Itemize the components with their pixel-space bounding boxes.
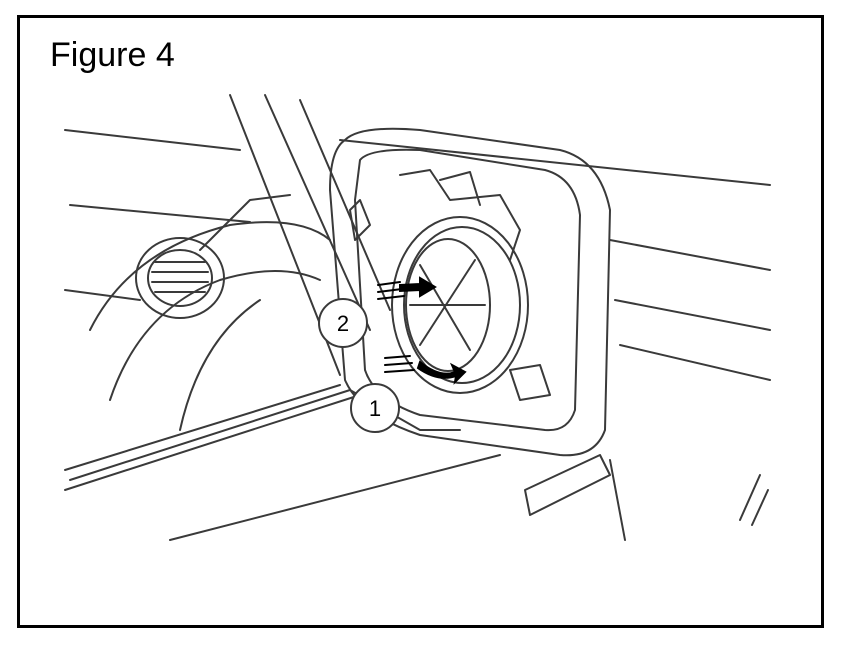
- callout-label-2: 2: [337, 311, 349, 336]
- lower-bracket: [509, 364, 551, 401]
- actuator-spokes: [409, 259, 486, 351]
- a-pillar-edge: [299, 99, 391, 311]
- dashboard-mid-line: [64, 289, 141, 301]
- actuator-ring-inner: [405, 238, 491, 372]
- dash-curve-2: [109, 270, 321, 401]
- door-panel-line-3: [619, 344, 771, 381]
- dash-curve-3: [179, 299, 261, 431]
- mirror-housing-outer: [329, 127, 611, 457]
- figure-frame: [17, 15, 824, 628]
- arrow-2: [399, 276, 437, 298]
- door-trim-line: [69, 389, 461, 481]
- figure-title: Figure 4: [50, 36, 175, 74]
- door-handle: [524, 454, 611, 516]
- door-line-right: [609, 459, 626, 541]
- callout-circle-1: [350, 383, 400, 433]
- air-vent-outer: [135, 237, 225, 319]
- dashboard-lower-trim: [64, 384, 361, 491]
- door-panel-line-2: [614, 299, 771, 331]
- actuator-ring-outer: [391, 216, 529, 394]
- motor-bracket: [399, 169, 521, 261]
- dash-curve-4: [199, 194, 291, 251]
- door-hatch-1: [739, 474, 761, 521]
- a-pillar-inner: [264, 94, 371, 331]
- motion-lines-1: [384, 355, 415, 373]
- motion-lines-2: [377, 281, 405, 300]
- arrow-1: [416, 360, 467, 385]
- dash-curve-1: [89, 221, 331, 331]
- callout-label-1: 1: [369, 396, 381, 421]
- mirror-clip: [349, 199, 371, 241]
- air-vent-slats: [151, 261, 209, 293]
- dashboard-top-line: [64, 129, 771, 186]
- door-panel-line-1: [609, 239, 771, 271]
- air-vent-inner: [147, 249, 213, 307]
- door-lower-line: [169, 454, 501, 541]
- actuator-ring-mid: [403, 226, 521, 384]
- dashboard-upper-edge: [69, 204, 251, 223]
- motor-bracket-2: [439, 171, 481, 206]
- callout-circle-2: [318, 298, 368, 348]
- door-hatch-2: [751, 489, 769, 526]
